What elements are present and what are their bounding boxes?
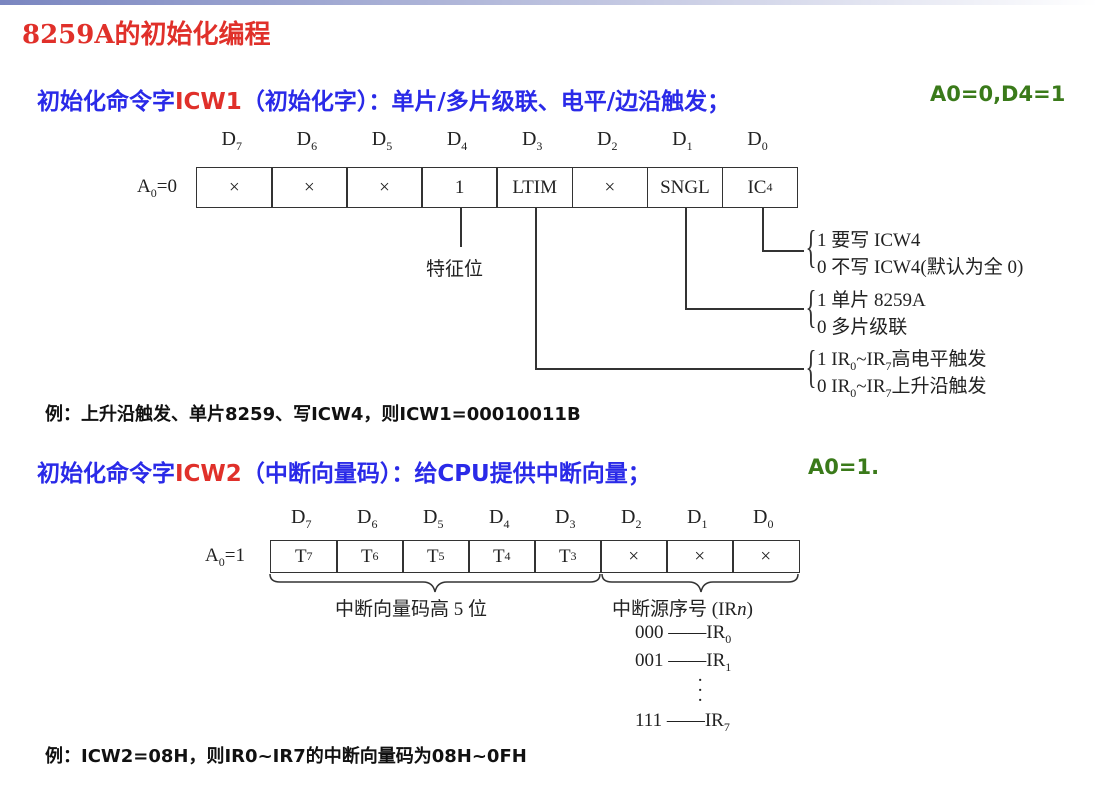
- ltim-option-0: 0 IR0~IR7上升沿触发: [817, 376, 987, 400]
- a0-label: A0=1: [205, 544, 245, 569]
- slide-title: 8259A的初始化编程: [22, 20, 271, 50]
- bit-cell: ×: [732, 540, 800, 573]
- icw2-head-b: ICW2: [175, 461, 242, 487]
- ir-map-row: 111 ——IR7: [635, 710, 730, 734]
- icw2-head-a: 初始化命令字: [37, 461, 175, 487]
- sngl-option-1: 1 单片 8259A: [817, 290, 926, 311]
- bit-cell: ×: [571, 167, 649, 208]
- high5-label: 中断向量码高 5 位: [335, 599, 488, 620]
- icw2-head-c: （中断向量码）：给CPU提供中断向量；: [241, 461, 651, 487]
- bit-label: D7: [291, 506, 312, 531]
- icw2-braces: [269, 573, 799, 593]
- icw2-condition: A0=1.: [808, 455, 880, 479]
- icw2-heading: 初始化命令字ICW2（中断向量码）：给CPU提供中断向量；: [37, 454, 651, 488]
- icw1-heading: 初始化命令字ICW1（初始化字）：单片/多片级联、电平/边沿触发；: [37, 82, 730, 116]
- sngl-line: [685, 308, 804, 310]
- bit-label: D5: [371, 128, 393, 153]
- ic4-line: [762, 250, 804, 252]
- bit-label: D4: [489, 506, 510, 531]
- bit-cell: SNGL: [646, 167, 724, 208]
- bit-cell: LTIM: [496, 167, 573, 208]
- ltim-option-1: 1 IR0~IR7高电平触发: [817, 349, 987, 373]
- ir-map-row: 001 ——IR1: [635, 650, 732, 674]
- feature-bit-label: 特征位: [426, 259, 484, 280]
- sngl-option-0: 0 多片级联: [817, 317, 908, 338]
- ir-map-row: 000 ——IR0: [635, 622, 732, 646]
- icw1-condition: A0=0,D4=1: [930, 82, 1066, 106]
- feature-line: [460, 207, 462, 247]
- icw2-example: 例：ICW2=08H，则IR0~IR7的中断向量码为08H~0FH: [45, 746, 527, 767]
- bit-label: D3: [521, 128, 543, 153]
- bit-cell: ×: [666, 540, 734, 573]
- bit-label: D4: [446, 128, 468, 153]
- bit-cell: ×: [346, 167, 423, 208]
- bit-cell: ×: [271, 167, 348, 208]
- bit-label: D3: [555, 506, 576, 531]
- bit-label: D2: [621, 506, 642, 531]
- icw1-head-c: （初始化字）：单片/多片级联、电平/边沿触发；: [241, 89, 731, 115]
- icw1-head-b: ICW1: [175, 89, 242, 115]
- bit-cell: ×: [196, 167, 273, 208]
- source-label: 中断源序号 (IRn): [612, 599, 753, 620]
- bit-label: D0: [753, 506, 774, 531]
- a0-label: A0=0: [137, 175, 177, 200]
- bit-label: D0: [747, 128, 768, 153]
- bit-cell: 1: [421, 167, 498, 208]
- bit-label: D6: [357, 506, 378, 531]
- ltim-line: [535, 368, 804, 370]
- bit-label: D1: [672, 128, 693, 153]
- bit-cell: ×: [600, 540, 668, 573]
- icw1-head-a: 初始化命令字: [37, 89, 175, 115]
- bit-label: D2: [597, 128, 618, 153]
- ic4-option-0: 0 不写 ICW4(默认为全 0): [817, 257, 1024, 278]
- top-gradient-bar: [0, 0, 1098, 5]
- bit-label: D6: [296, 128, 318, 153]
- icw1-example: 例：上升沿触发、单片8259、写ICW4，则ICW1=00010011B: [45, 404, 581, 425]
- bit-label: D5: [423, 506, 444, 531]
- vertical-ellipsis: ···: [697, 670, 704, 711]
- ic4-option-1: 1 要写 ICW4: [817, 230, 921, 251]
- bit-label: D7: [221, 128, 242, 153]
- bit-label: D1: [687, 506, 708, 531]
